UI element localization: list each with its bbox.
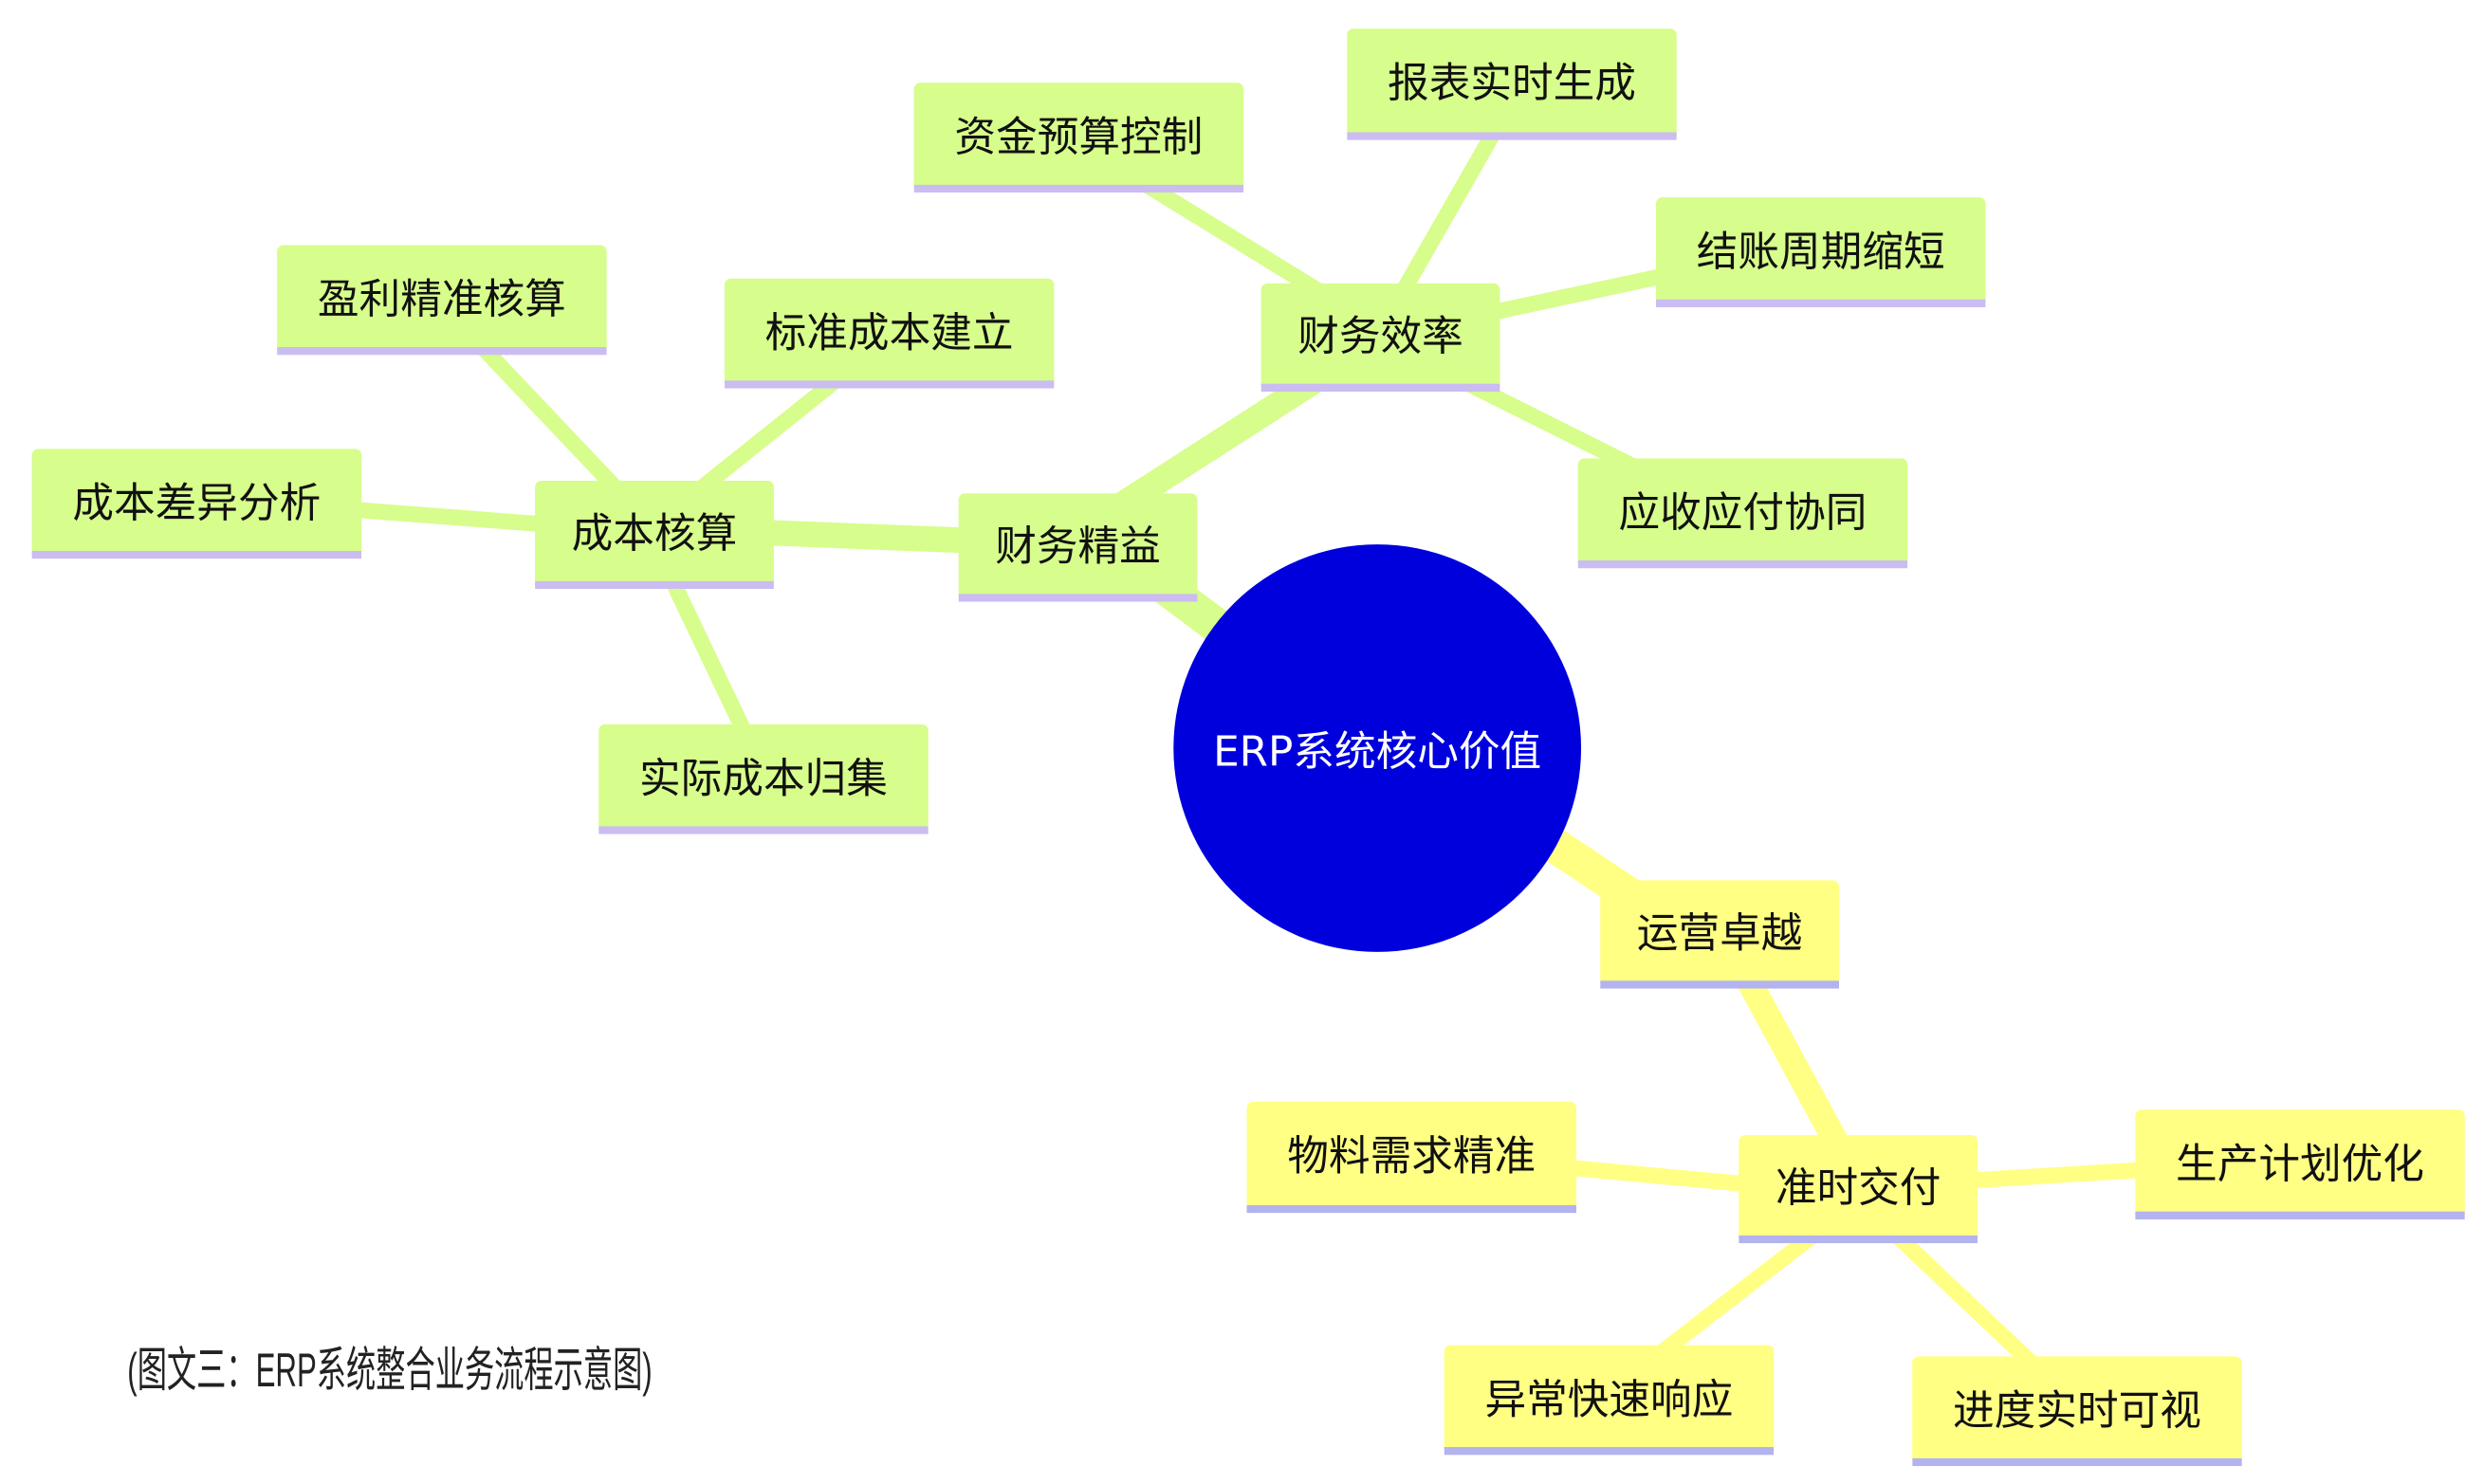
leaf-node[interactable]: 进度实时可视 [1912,1356,2242,1467]
node-label: 成本差异分析 [72,480,322,528]
link-delivery-leaf [1886,1225,2047,1378]
link-cost-leaf [660,564,757,749]
subnode-cost-accounting[interactable]: 成本核算 [535,480,774,590]
link-delivery-leaf [1552,1159,1776,1195]
node-label: 盈利精准核算 [317,276,566,324]
subnode-on-time-delivery[interactable]: 准时交付 [1739,1134,1978,1244]
leaf-node[interactable]: 实际成本归集 [598,724,929,834]
link-cost-leaf [676,366,853,510]
node-label: 财务效率 [1297,313,1463,362]
node-label: 报表实时生成 [1388,60,1636,109]
node-label: 进度实时可视 [1953,1387,2201,1436]
node-label: 运营卓越 [1636,910,1803,959]
node-label: 应收应付协同 [1618,489,1868,538]
node-label: 异常快速响应 [1484,1376,1734,1424]
node-label: 资金预算控制 [954,114,1204,162]
leaf-node[interactable]: 生产计划优化 [2135,1109,2465,1219]
subnode-finance-efficiency[interactable]: 财务效率 [1260,283,1500,392]
link-eff-leaf [1122,167,1346,311]
link-cost-leaf [469,334,630,502]
branch-node-operations[interactable]: 运营卓越 [1600,880,1840,989]
link-operations-delivery [1730,958,1860,1175]
leaf-node[interactable]: 物料需求精准 [1246,1101,1577,1214]
central-node[interactable]: ERP系统核心价值 [1173,544,1582,952]
leaf-node[interactable]: 盈利精准核算 [277,245,607,356]
node-label: 结账周期缩短 [1696,228,1945,277]
central-node-label: ERP系统核心价值 [1213,728,1542,777]
branch-node-finance[interactable]: 财务精益 [958,493,1198,602]
leaf-node[interactable]: 成本差异分析 [31,449,362,559]
node-label: 成本核算 [571,510,738,559]
node-label: 财务精益 [995,523,1161,572]
leaf-node[interactable]: 应收应付协同 [1577,458,1908,569]
link-eff-leaf [1392,119,1505,302]
leaf-node[interactable]: 资金预算控制 [913,82,1244,193]
figure-caption: (图文三：ERP系统整合业务流程示意图) [127,1345,653,1398]
node-label: 实际成本归集 [639,755,888,803]
node-label: 生产计划优化 [2176,1140,2424,1189]
leaf-node[interactable]: 异常快速响应 [1444,1345,1775,1456]
leaf-node[interactable]: 标准成本建立 [724,278,1055,389]
node-label: 准时交付 [1775,1164,1941,1214]
link-cost-leaf [341,501,565,534]
link-delivery-leaf [1950,1160,2174,1190]
node-label: 物料需求精准 [1287,1133,1536,1182]
link-eff-leaf [1457,263,1696,327]
leaf-node[interactable]: 结账周期缩短 [1655,197,1986,308]
node-label: 标准成本建立 [764,309,1014,357]
leaf-node[interactable]: 报表实时生成 [1347,28,1677,140]
